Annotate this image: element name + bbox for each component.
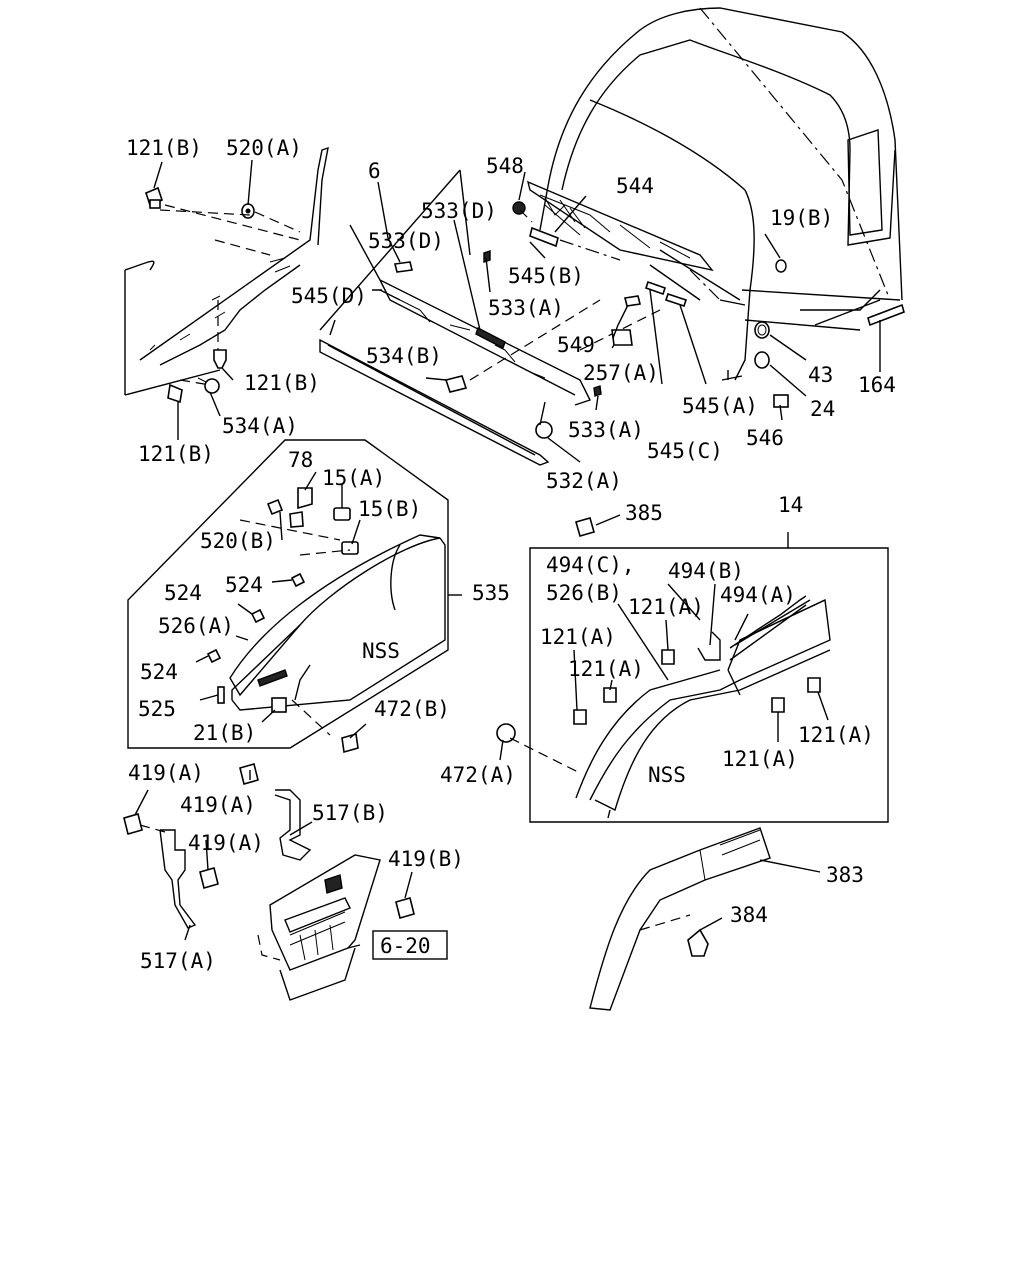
label-19b: 19(B) <box>770 206 833 230</box>
label-494a: 494(A) <box>720 583 796 607</box>
label-533d-2: 533(D) <box>368 229 444 253</box>
label-544: 544 <box>616 174 654 198</box>
wheel-arch-frame-535 <box>127 439 462 749</box>
label-545b: 545(B) <box>508 264 584 288</box>
step-brackets-517 <box>159 789 312 929</box>
label-545d: 545(D) <box>291 284 367 308</box>
left-side-panel <box>124 146 329 396</box>
label-494c: 494(C), <box>546 553 635 577</box>
fasteners <box>123 186 905 957</box>
label-549: 549 <box>557 333 595 357</box>
label-520b: 520(B) <box>200 529 276 553</box>
label-525: 525 <box>138 697 176 721</box>
label-526b: 526(B) <box>546 581 622 605</box>
label-121a-3: 121(A) <box>568 657 644 681</box>
label-545c: 545(C) <box>647 439 723 463</box>
label-526a: 526(A) <box>158 614 234 638</box>
label-524-2: 524 <box>164 581 202 605</box>
label-nss-2: NSS <box>648 763 686 787</box>
label-385: 385 <box>625 501 663 525</box>
label-520a: 520(A) <box>226 136 302 160</box>
label-533a-2: 533(A) <box>568 418 644 442</box>
label-533d-1: 533(D) <box>421 199 497 223</box>
side-step-frame-14 <box>529 532 889 823</box>
step-6-20 <box>257 854 381 1001</box>
label-419a-1: 419(A) <box>128 761 204 785</box>
label-15b: 15(B) <box>358 497 421 521</box>
label-419a-2: 419(A) <box>180 793 256 817</box>
leader-lines <box>134 159 881 949</box>
label-545a: 545(A) <box>682 394 758 418</box>
label-121b-bot: 121(B) <box>138 442 214 466</box>
grille-544 <box>526 180 714 272</box>
label-524-1: 524 <box>225 573 263 597</box>
label-121a-4: 121(A) <box>798 723 874 747</box>
label-6: 6 <box>368 159 381 183</box>
label-494b: 494(B) <box>668 559 744 583</box>
label-121a-1: 121(A) <box>628 595 704 619</box>
label-383: 383 <box>826 863 864 887</box>
label-534a: 534(A) <box>222 414 298 438</box>
label-384: 384 <box>730 903 768 927</box>
label-14: 14 <box>778 493 803 517</box>
label-121b-top: 121(B) <box>126 136 202 160</box>
mudguard-383 <box>589 827 771 1011</box>
cab-outline <box>539 7 903 381</box>
label-15a: 15(A) <box>322 466 385 490</box>
label-43: 43 <box>808 363 833 387</box>
label-6-20: 6-20 <box>380 934 431 958</box>
label-533a-1: 533(A) <box>488 296 564 320</box>
label-472b: 472(B) <box>374 697 450 721</box>
label-419a-3: 419(A) <box>188 831 264 855</box>
label-121a-5: 121(A) <box>722 747 798 771</box>
label-164: 164 <box>858 373 896 397</box>
label-nss-1: NSS <box>362 639 400 663</box>
label-419b: 419(B) <box>388 847 464 871</box>
label-524-3: 524 <box>140 660 178 684</box>
label-517a: 517(A) <box>140 949 216 973</box>
label-78: 78 <box>288 448 313 472</box>
label-472a: 472(A) <box>440 763 516 787</box>
label-534b: 534(B) <box>366 344 442 368</box>
label-257a: 257(A) <box>583 361 659 385</box>
part-labels: 121(B) 520(A) 6 548 544 533(D) 533(D) 19… <box>126 136 896 973</box>
label-21b: 21(B) <box>193 721 256 745</box>
label-517b: 517(B) <box>312 801 388 825</box>
reference-box-6-20 <box>372 930 448 960</box>
label-532a: 532(A) <box>546 469 622 493</box>
label-121b-mid: 121(B) <box>244 371 320 395</box>
label-121a-2: 121(A) <box>540 625 616 649</box>
label-546: 546 <box>746 426 784 450</box>
label-548: 548 <box>486 154 524 178</box>
label-535: 535 <box>472 581 510 605</box>
label-24: 24 <box>810 397 835 421</box>
